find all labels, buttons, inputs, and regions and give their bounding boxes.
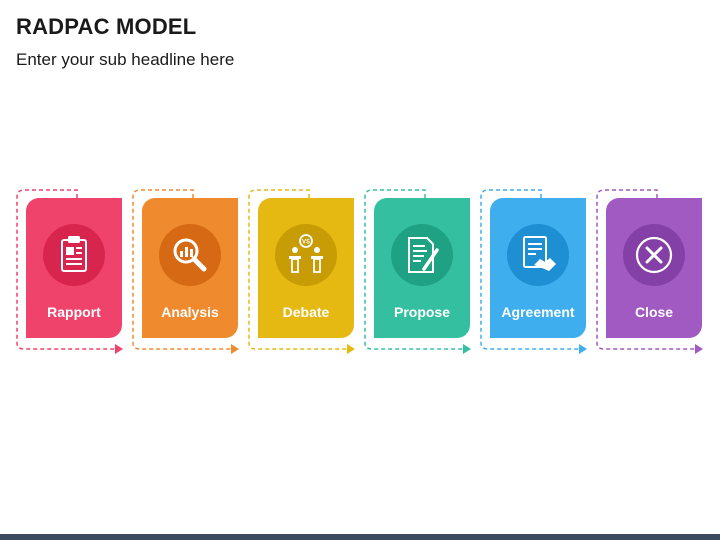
step-label-propose: Propose [393,304,450,320]
svg-text:VS: VS [302,240,310,246]
dashed-connector-close [596,189,703,354]
arrow-head [463,344,471,354]
arrow-head [695,344,703,354]
step-card: Analysis [142,198,238,338]
page-title: RADPAC MODEL [16,14,197,39]
dashed-connector-rapport [16,189,123,354]
bottom-bar [0,534,720,540]
step-propose: Propose [363,185,479,355]
magnifier-chart-icon [159,224,221,286]
step-label-debate: Debate [282,304,330,320]
close-x-icon [623,224,685,286]
step-agreement: Agreement [479,185,595,355]
step-label-rapport: Rapport [47,304,101,320]
dashed-connector-agreement [480,189,587,354]
step-label-analysis: Analysis [161,304,219,320]
handshake-document-icon [507,224,569,286]
debate-podium-icon: VS [275,224,337,286]
page-subtitle: Enter your sub headline here [16,50,235,69]
step-card: Propose [374,198,470,338]
dashed-connector-analysis [132,189,239,354]
step-close: Close [595,185,711,355]
document-pen-icon [391,224,453,286]
arrow-head [231,344,239,354]
step-label-close: Close [634,304,674,320]
step-rapport: Rapport [15,185,131,355]
step-card: Rapport [26,198,122,338]
step-label-agreement: Agreement [501,304,575,320]
step-card: Close [606,198,702,338]
arrow-head [579,344,587,354]
dashed-connector-propose [364,189,471,354]
step-card: VS Debate [258,198,354,338]
step-debate: VS Debate [247,185,363,355]
arrow-head [347,344,355,354]
arrow-head [115,344,123,354]
dashed-connector-debate [248,189,355,354]
clipboard-icon [43,224,105,286]
step-card: Agreement [490,198,586,338]
step-analysis: Analysis [131,185,247,355]
